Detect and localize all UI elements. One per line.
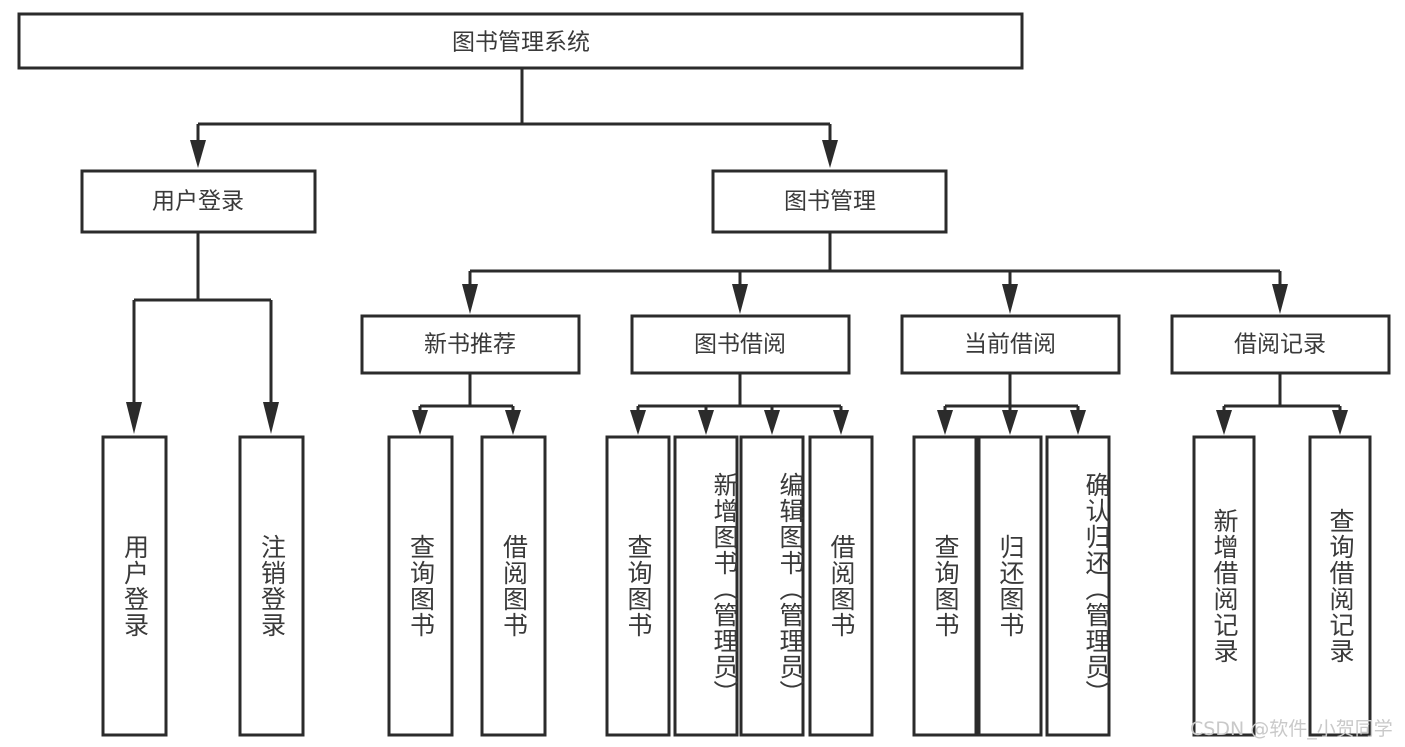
leaf-node-user-login[interactable] (101, 435, 168, 737)
leaf-node-logout-login[interactable] (238, 435, 305, 737)
node-user-login-label: 用户登录 (152, 189, 244, 215)
node-new-book-rec[interactable]: 新书推荐 (360, 314, 581, 375)
arrow-head-icon (822, 140, 838, 168)
leaf-node-return-book[interactable] (977, 435, 1043, 737)
arrow-head-icon (1272, 284, 1288, 314)
arrow-head-icon (412, 410, 428, 435)
leaf-node-confirm-return[interactable] (1045, 435, 1111, 737)
arrow-head-icon (732, 284, 748, 314)
arrow-head-icon (764, 410, 780, 435)
node-book-manage[interactable]: 图书管理 (711, 169, 948, 234)
node-root-label: 图书管理系统 (452, 30, 590, 56)
connector-bookborrow-to-leaves (630, 374, 849, 435)
connector-userlogin-to-leaves (126, 233, 279, 434)
leaf-node-query-book-3[interactable] (912, 435, 978, 737)
arrow-head-icon (630, 410, 646, 435)
leaf-node-borrow-book-1[interactable] (480, 435, 547, 737)
leaf-node-query-book-1[interactable] (387, 435, 454, 737)
arrow-head-icon (190, 140, 206, 168)
connector-newbook-to-leaves (412, 374, 521, 435)
node-book-borrow[interactable]: 图书借阅 (630, 314, 851, 375)
node-current-borrow-label: 当前借阅 (964, 332, 1056, 358)
leaf-node-add-book[interactable] (673, 435, 739, 737)
node-book-manage-label: 图书管理 (784, 189, 876, 215)
node-book-borrow-label: 图书借阅 (694, 332, 786, 358)
connector-currentborrow-to-leaves (937, 374, 1086, 435)
node-user-login[interactable]: 用户登录 (80, 169, 317, 234)
arrow-head-icon (833, 410, 849, 435)
connector-bookmanage-to-level3 (462, 233, 1288, 314)
leaf-node-add-record[interactable] (1192, 435, 1256, 737)
arrow-head-icon (1002, 410, 1018, 435)
arrow-head-icon (505, 410, 521, 435)
arrow-head-icon (263, 402, 279, 434)
node-new-book-rec-label: 新书推荐 (424, 332, 516, 358)
arrow-head-icon (1002, 284, 1018, 314)
node-borrow-record[interactable]: 借阅记录 (1170, 314, 1391, 375)
csdn-watermark: CSDN @软件_小贺同学 (1190, 718, 1393, 740)
arrow-head-icon (1332, 410, 1348, 435)
node-current-borrow[interactable]: 当前借阅 (900, 314, 1121, 375)
leaf-node-query-record[interactable] (1308, 435, 1372, 737)
arrow-head-icon (462, 284, 478, 314)
arrow-head-icon (126, 402, 142, 434)
arrow-head-icon (698, 410, 714, 435)
leaf-node-query-book-2[interactable] (605, 435, 671, 737)
connector-borrowrecord-to-leaves (1216, 374, 1348, 435)
connector-root-to-level2 (190, 69, 838, 168)
node-root[interactable]: 图书管理系统 (17, 12, 1024, 70)
arrow-head-icon (937, 410, 953, 435)
arrow-head-icon (1070, 410, 1086, 435)
node-borrow-record-label: 借阅记录 (1234, 332, 1326, 358)
arrow-head-icon (1216, 410, 1232, 435)
leaf-node-edit-book[interactable] (739, 435, 805, 737)
leaf-node-borrow-book-2[interactable] (808, 435, 874, 737)
